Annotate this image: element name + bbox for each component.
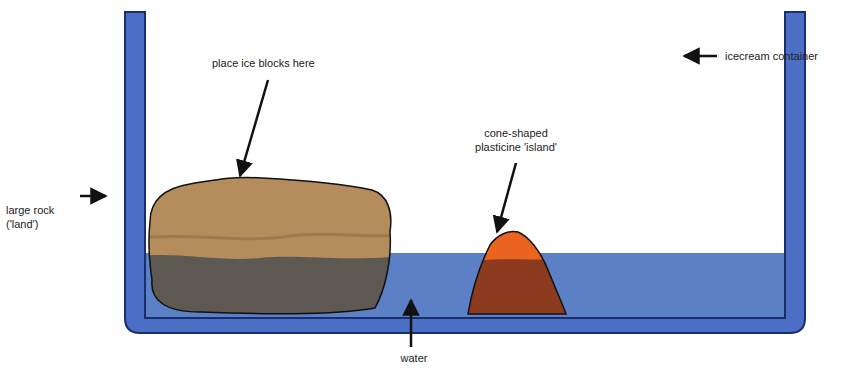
icecream-container xyxy=(125,12,805,333)
annotation-label: place ice blocks here xyxy=(212,56,372,70)
annotation-label: large rock ('land') xyxy=(6,203,78,231)
annotation-label: water xyxy=(394,351,434,365)
island-outline xyxy=(468,232,566,314)
rock xyxy=(140,170,400,320)
leader-arrow xyxy=(497,163,516,232)
annotation-label: icecream container xyxy=(725,49,849,63)
leader-arrow xyxy=(410,300,413,347)
plasticine-island xyxy=(460,225,575,320)
leader-arrow xyxy=(240,80,268,176)
leader-arrow xyxy=(684,55,717,58)
rock-outline xyxy=(149,177,391,313)
leader-arrow xyxy=(80,195,106,198)
annotation-label: cone-shaped plasticine 'island' xyxy=(462,126,570,154)
